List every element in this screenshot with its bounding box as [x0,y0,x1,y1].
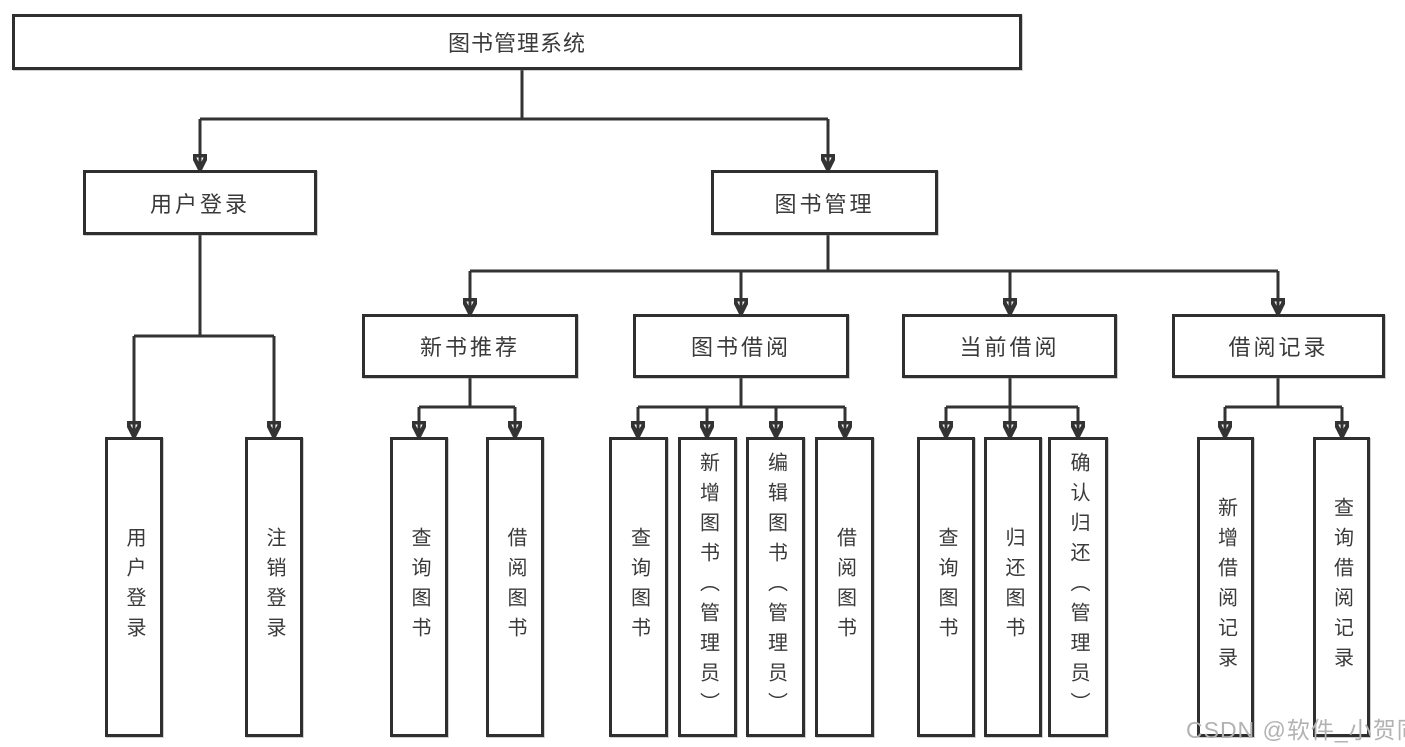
node-book-borrow: 图书借阅 [633,314,849,378]
node-user-login: 用户登录 [83,170,317,235]
leaf-query-books-borrow: 查询图书 [609,437,668,737]
csdn-watermark: CSDN @软件_小贺同学 [1186,717,1405,743]
node-book-management: 图书管理 [711,170,938,235]
leaf-return-books: 归还图书 [984,437,1042,737]
leaf-query-books-current: 查询图书 [917,437,975,737]
node-library-management-system: 图书管理系统 [12,14,1022,70]
leaf-borrow-books: 借阅图书 [815,437,874,737]
leaf-add-books-admin: 新增图书（管理员） [678,437,737,737]
leaf-user-login: 用户登录 [105,437,163,737]
leaf-edit-books-admin: 编辑图书（管理员） [746,437,805,737]
leaf-confirm-return-admin: 确认归还（管理员） [1048,437,1108,737]
node-new-book-recommend: 新书推荐 [362,314,578,378]
leaf-query-books-recommend: 查询图书 [390,437,448,737]
leaf-query-borrow-record: 查询借阅记录 [1313,437,1370,737]
leaf-logout: 注销登录 [245,437,303,737]
node-borrow-records: 借阅记录 [1172,314,1385,378]
node-current-borrow: 当前借阅 [902,314,1117,378]
leaf-borrow-books-recommend: 借阅图书 [486,437,544,737]
leaf-add-borrow-record: 新增借阅记录 [1197,437,1254,737]
